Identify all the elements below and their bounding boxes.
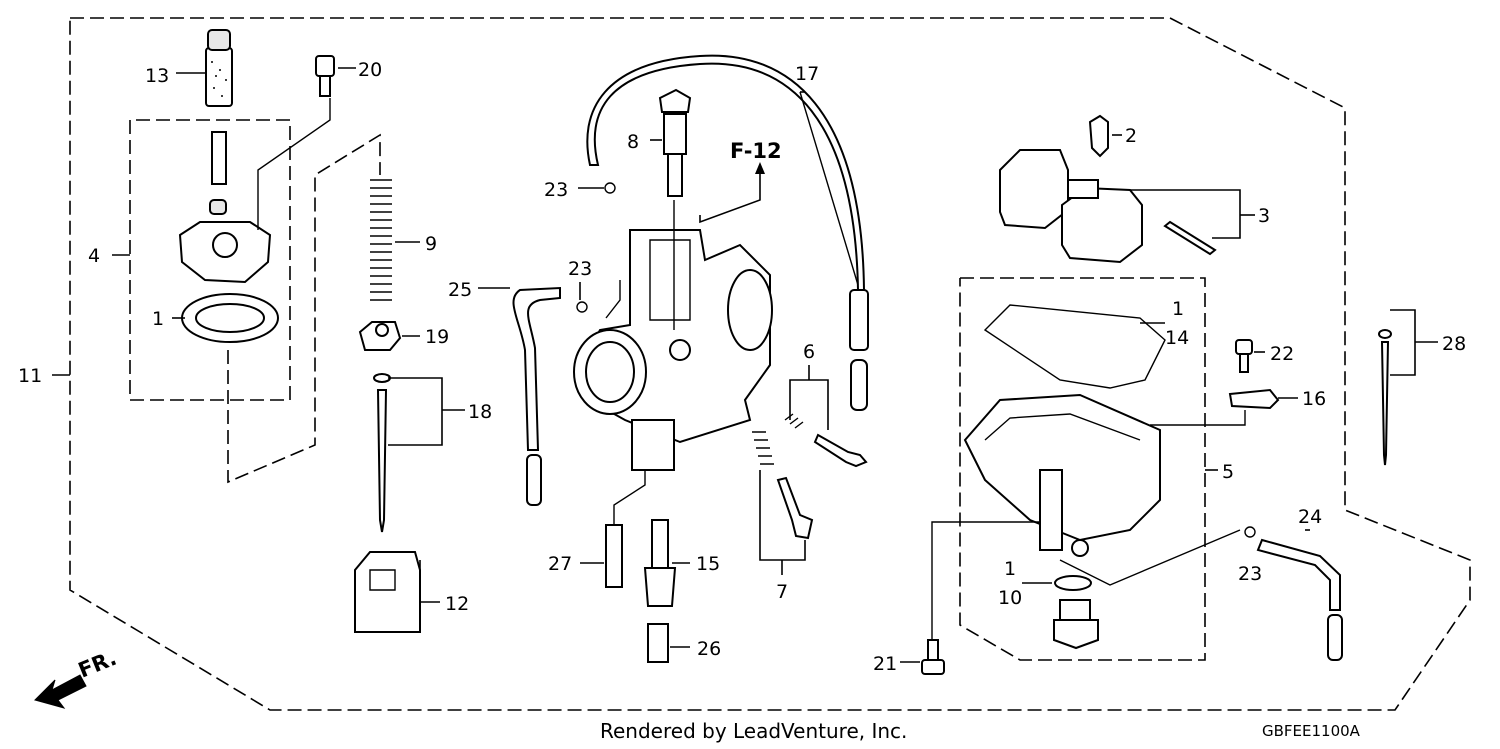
callout-18: 18 <box>468 401 492 423</box>
callout-22: 22 <box>1270 343 1294 365</box>
footer-credit: Rendered by LeadVenture, Inc. <box>600 719 907 743</box>
part-float-3 <box>999 149 1217 264</box>
callout-13: 13 <box>145 65 169 87</box>
callout-4: 4 <box>88 245 100 267</box>
callout-14: 14 <box>1165 327 1189 349</box>
callout-5: 5 <box>1222 461 1234 483</box>
reference-f12: F-12 <box>730 139 782 163</box>
part-jet-26 <box>647 623 669 663</box>
callout-labels: 13 20 4 1 9 19 18 12 11 8 23 F-12 17 23 … <box>18 59 1466 675</box>
callout-1-gasket: 1 <box>152 308 164 330</box>
part-hose-25 <box>512 286 561 451</box>
part-needle-clip-19 <box>358 321 402 351</box>
callout-25: 25 <box>448 279 472 301</box>
part-throttle-stop-screw-7 <box>752 431 814 540</box>
part-air-screw-6 <box>784 413 868 468</box>
callout-23-mid: 23 <box>568 258 592 280</box>
callout-9: 9 <box>425 233 437 255</box>
callout-12: 12 <box>445 593 469 615</box>
callout-8: 8 <box>627 131 639 153</box>
callout-23-bottom: 23 <box>1238 563 1262 585</box>
callout-23-top: 23 <box>544 179 568 201</box>
part-starter-valve-8 <box>658 88 692 197</box>
part-air-filter <box>205 29 233 107</box>
part-jet-needle-18 <box>373 373 391 533</box>
part-throttle-valve-12 <box>354 551 421 633</box>
part-drain-plug <box>1053 599 1099 650</box>
callout-1-oring: 1 <box>1004 558 1016 580</box>
callout-24: 24 <box>1298 506 1322 528</box>
callout-26: 26 <box>697 638 721 660</box>
part-needle-28 <box>1378 329 1392 466</box>
callout-10: 10 <box>998 587 1022 609</box>
callout-19: 19 <box>425 326 449 348</box>
callout-6: 6 <box>803 341 815 363</box>
part-float-chamber-5 <box>963 393 1161 557</box>
part-spring-9 <box>370 179 392 301</box>
part-o-ring-10 <box>1054 575 1092 591</box>
sub-box-5 <box>959 277 1206 661</box>
part-screw-22 <box>1235 339 1253 373</box>
callout-20: 20 <box>358 59 382 81</box>
part-needle-jet-15 <box>643 519 677 607</box>
drawing-code: GBFEE1100A <box>1262 722 1361 740</box>
assembly-boundary <box>69 17 1471 711</box>
part-screw-21 <box>921 639 945 675</box>
sub-box-4 <box>129 119 291 401</box>
part-carb-top <box>178 131 279 343</box>
part-jet-27 <box>605 524 623 588</box>
part-screw-20 <box>315 55 335 97</box>
callout-15: 15 <box>696 553 720 575</box>
callout-11: 11 <box>18 365 42 387</box>
link-line-spring <box>227 133 381 484</box>
callout-3: 3 <box>1258 205 1270 227</box>
front-label: FR. <box>75 646 120 683</box>
part-hose-24 <box>1256 538 1341 611</box>
part-plate-16 <box>1228 388 1280 410</box>
part-float-chamber-gasket-14 <box>983 304 1166 389</box>
callout-27: 27 <box>548 553 572 575</box>
callout-16: 16 <box>1302 388 1326 410</box>
callout-1-float: 1 <box>1172 298 1184 320</box>
part-carburetor-body <box>573 229 773 471</box>
callout-28: 28 <box>1442 333 1466 355</box>
callout-7: 7 <box>776 581 788 603</box>
callout-21: 21 <box>873 653 897 675</box>
callout-2: 2 <box>1125 125 1137 147</box>
callout-17: 17 <box>795 63 819 85</box>
front-direction-marker: FR. <box>34 646 120 709</box>
leader-lines <box>52 67 1438 663</box>
part-float-valve-2 <box>1088 114 1109 158</box>
